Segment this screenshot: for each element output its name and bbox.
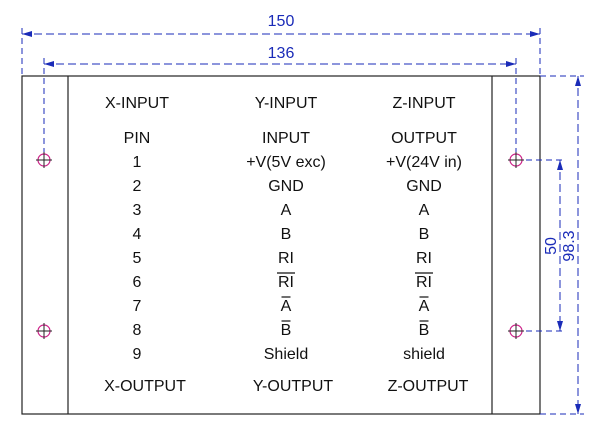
mounting-hole-bottom-left: [36, 323, 52, 339]
pin-input-signal: RI: [278, 250, 294, 267]
pin-input-signal: A: [281, 202, 292, 219]
dimension-hole-height: 50: [516, 159, 566, 332]
dim-label-50: 50: [543, 237, 560, 255]
pin-number: 4: [133, 226, 142, 243]
header-z-input: Z-INPUT: [392, 95, 455, 112]
mounting-hole-top-left: [36, 152, 52, 168]
pin-row: 2 GND GND: [133, 178, 442, 195]
pin-number: 3: [133, 202, 142, 219]
dimension-overall-height: 98.3: [540, 75, 584, 415]
pin-row: 1 +V(5V exc) +V(24V in): [133, 154, 462, 171]
dim-label-150: 150: [268, 13, 295, 30]
pin-output-signal: RI: [416, 274, 432, 291]
pin-output-signal: A: [419, 202, 430, 219]
header-y-input: Y-INPUT: [255, 95, 318, 112]
footer-y-output: Y-OUTPUT: [253, 378, 334, 395]
mounting-hole-top-right: [508, 152, 524, 168]
pin-number: 6: [133, 274, 142, 291]
footer-z-output: Z-OUTPUT: [388, 378, 469, 395]
pin-number: 7: [133, 298, 142, 315]
mounting-hole-bottom-right: [508, 323, 524, 339]
column-output: OUTPUT: [391, 130, 457, 147]
pin-input-signal: GND: [268, 178, 304, 195]
pin-number: 8: [133, 322, 142, 339]
dim-label-98-3: 98.3: [561, 230, 578, 261]
pin-input-signal: B: [281, 322, 292, 339]
footer-x-output: X-OUTPUT: [104, 378, 186, 395]
pin-output-signal: B: [419, 322, 430, 339]
dim-label-136: 136: [268, 45, 295, 62]
header-x-input: X-INPUT: [105, 95, 169, 112]
pin-row: 4 B B: [133, 226, 430, 243]
pin-row: 6 RI RI: [133, 272, 433, 291]
pin-row: 8 B B: [133, 320, 430, 339]
pin-row: 7 A A: [133, 296, 430, 315]
pin-output-signal: A: [419, 298, 430, 315]
pin-input-signal: Shield: [264, 346, 308, 363]
pin-row: 3 A A: [133, 202, 430, 219]
pin-output-signal: RI: [416, 250, 432, 267]
pin-input-signal: A: [281, 298, 292, 315]
pin-output-signal: shield: [403, 346, 445, 363]
pin-number: 2: [133, 178, 142, 195]
pin-input-signal: B: [281, 226, 292, 243]
pin-number: 9: [133, 346, 142, 363]
pin-number: 1: [133, 154, 142, 171]
pin-row: 9 Shield shield: [133, 346, 445, 363]
dimension-overall-width: 150: [21, 13, 541, 76]
pin-input-signal: RI: [278, 274, 294, 291]
pin-number: 5: [133, 250, 142, 267]
dimension-hole-width: 136: [43, 45, 517, 160]
panel-outline: [21, 75, 541, 415]
column-input: INPUT: [262, 130, 310, 147]
pin-input-signal: +V(5V exc): [246, 154, 326, 171]
column-pin: PIN: [124, 130, 151, 147]
pin-output-signal: B: [419, 226, 430, 243]
pin-row: 5 RI RI: [133, 250, 432, 267]
pin-output-signal: +V(24V in): [386, 154, 462, 171]
pin-output-signal: GND: [406, 178, 442, 195]
